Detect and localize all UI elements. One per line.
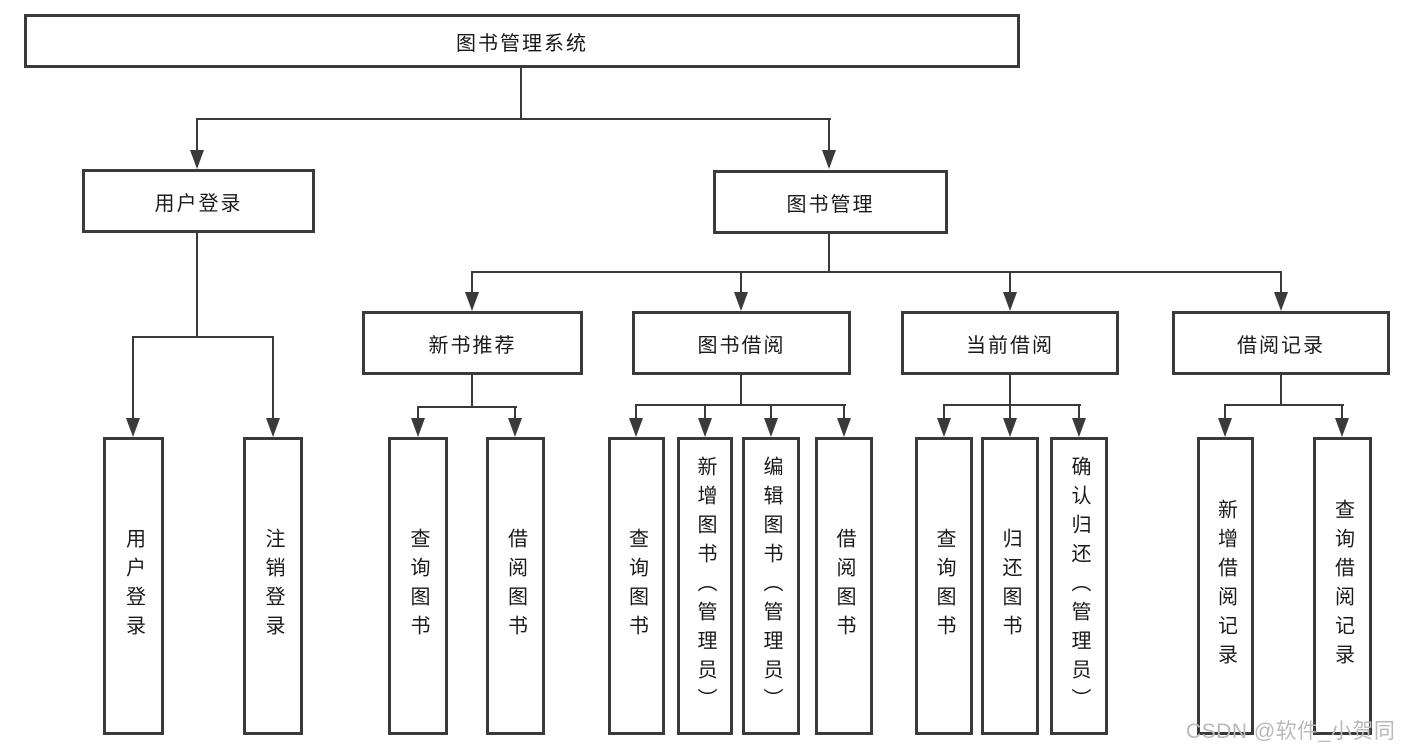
arrow-down-icon (1218, 418, 1232, 437)
connector-line (740, 375, 742, 406)
connector-line (1009, 271, 1011, 294)
connector-line (132, 336, 274, 338)
arrow-down-icon (698, 418, 712, 437)
connector-line (417, 406, 419, 420)
connector-line (1078, 404, 1080, 420)
arrow-down-icon (1003, 292, 1017, 311)
connector-line (520, 68, 522, 119)
connector-line (196, 118, 831, 120)
connector-line (1341, 404, 1343, 420)
connector-line (635, 404, 637, 420)
arrow-down-icon (1003, 418, 1017, 437)
connector-line (828, 118, 830, 152)
node-current-borrow: 当前借阅 (901, 311, 1119, 375)
connector-line (471, 271, 1282, 273)
arrow-down-icon (822, 150, 836, 169)
arrow-down-icon (1072, 418, 1086, 437)
connector-line (196, 233, 198, 337)
node-book-management: 图书管理 (713, 170, 948, 234)
connector-line (132, 336, 134, 420)
arrow-down-icon (126, 418, 140, 437)
node-borrow-records: 借阅记录 (1172, 311, 1390, 375)
leaf-borrow-books-recommend: 借阅图书 (486, 437, 545, 735)
connector-line (1224, 404, 1344, 406)
leaf-user-login: 用户登录 (103, 437, 164, 735)
leaf-confirm-return-admin: 确认归还（管理员） (1050, 437, 1108, 735)
connector-line (635, 404, 846, 406)
connector-line (770, 404, 772, 420)
connector-line (1280, 271, 1282, 294)
leaf-query-books-borrow: 查询图书 (608, 437, 665, 735)
connector-line (740, 271, 742, 294)
leaf-return-book: 归还图书 (981, 437, 1039, 735)
leaf-add-book-admin: 新增图书（管理员） (677, 437, 733, 735)
connector-line (471, 271, 473, 294)
node-new-book-recommend: 新书推荐 (362, 311, 583, 375)
arrow-down-icon (508, 418, 522, 437)
connector-line (704, 404, 706, 420)
connector-line (943, 404, 1081, 406)
leaf-query-books-recommend: 查询图书 (388, 437, 448, 735)
connector-line (272, 336, 274, 420)
arrow-down-icon (190, 150, 204, 169)
connector-line (943, 404, 945, 420)
connector-line (828, 234, 830, 272)
node-book-borrow: 图书借阅 (632, 311, 851, 375)
node-root: 图书管理系统 (24, 14, 1020, 68)
connector-line (1009, 375, 1011, 406)
connector-line (471, 375, 473, 407)
arrow-down-icon (937, 418, 951, 437)
connector-line (417, 406, 517, 408)
leaf-query-books-current: 查询图书 (915, 437, 973, 735)
connector-line (1009, 404, 1011, 420)
arrow-down-icon (465, 292, 479, 311)
csdn-watermark: CSDN @软件_小贺同学 (1186, 720, 1396, 743)
node-user-login: 用户登录 (82, 169, 315, 233)
connector-line (514, 406, 516, 420)
arrow-down-icon (1335, 418, 1349, 437)
connector-line (196, 118, 198, 152)
leaf-logout: 注销登录 (243, 437, 303, 735)
leaf-borrow-books-borrow: 借阅图书 (815, 437, 873, 735)
leaf-query-borrow-record: 查询借阅记录 (1313, 437, 1372, 735)
arrow-down-icon (837, 418, 851, 437)
arrow-down-icon (629, 418, 643, 437)
arrow-down-icon (1274, 292, 1288, 311)
connector-line (1224, 404, 1226, 420)
connector-line (843, 404, 845, 420)
leaf-add-borrow-record: 新增借阅记录 (1197, 437, 1254, 735)
arrow-down-icon (734, 292, 748, 311)
connector-line (1280, 375, 1282, 406)
arrow-down-icon (266, 418, 280, 437)
arrow-down-icon (411, 418, 425, 437)
arrow-down-icon (764, 418, 778, 437)
leaf-edit-book-admin: 编辑图书（管理员） (742, 437, 800, 735)
